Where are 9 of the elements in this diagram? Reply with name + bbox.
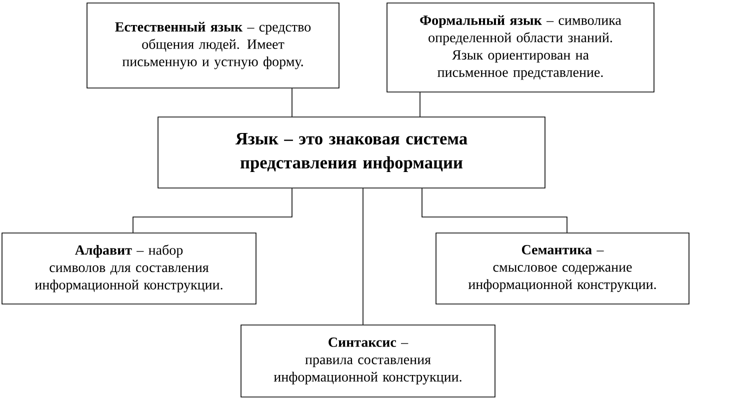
definition-box: Семантика – смысловое содержание информационной конструкции. [436, 232, 690, 304]
definition-box: Естественный язык – средство общения людей. Имеет письменную и устную форму. [86, 2, 340, 88]
concept-box: Язык – это знаковая система представления информации [158, 116, 546, 188]
connector-line [132, 188, 292, 233]
definition-box: Синтаксис – правила составления информационной конструкции. [240, 324, 496, 398]
definition-box: Формальный язык – символика определенной области знаний. Язык ориентирован на письменное представление. [386, 2, 654, 92]
connector-line [422, 188, 568, 233]
definition-box: Алфавит – набор символов для составления информационной конструкции. [2, 232, 256, 304]
connector-line [362, 188, 364, 325]
